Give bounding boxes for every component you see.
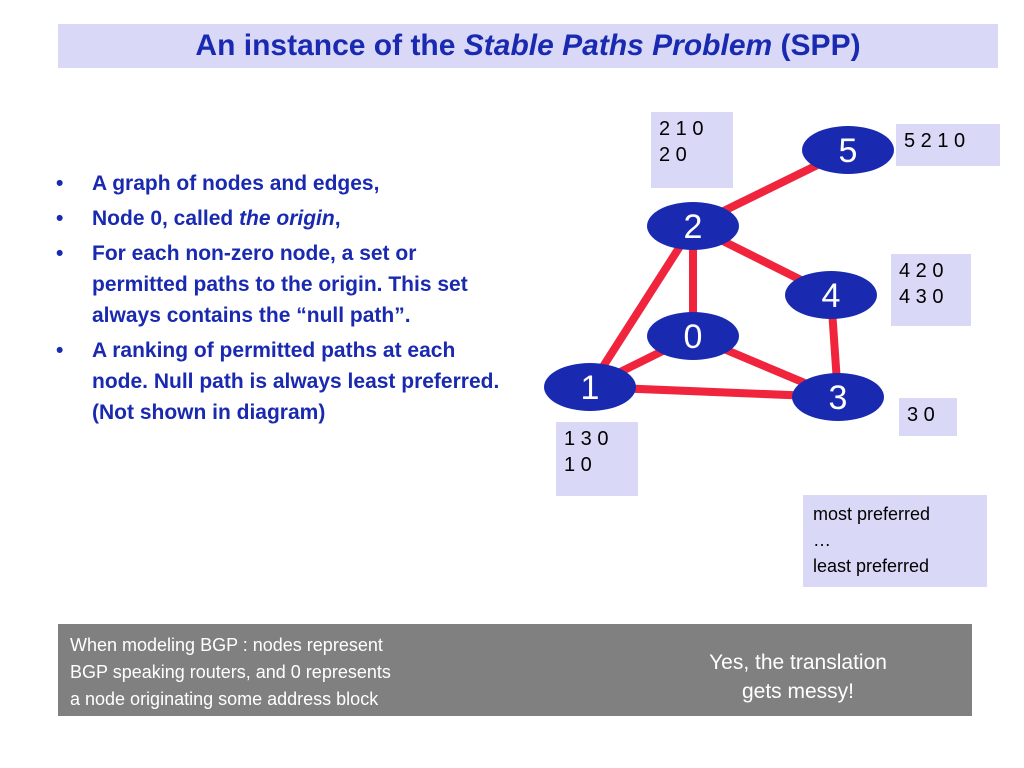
- bullet-dot: •: [56, 207, 64, 230]
- node-label: 1: [581, 369, 600, 407]
- path-entry: 3 0: [907, 404, 935, 426]
- footer-note-line: BGP speaking routers, and 0 represents: [70, 662, 391, 682]
- footer-panel: When modeling BGP : nodes represent BGP …: [58, 624, 972, 716]
- bullet-list: • A graph of nodes and edges, • Node 0, …: [56, 168, 506, 432]
- node-2: 2: [647, 202, 739, 250]
- paths-box-node-2: 2 1 0 2 0: [651, 112, 733, 188]
- path-entry: 2 0: [659, 144, 687, 166]
- footer-remark-line: gets messy!: [741, 680, 855, 703]
- bullet-dot: •: [56, 242, 64, 265]
- path-entry: 1 0: [564, 454, 592, 476]
- footer-note-line: When modeling BGP : nodes represent: [70, 635, 383, 655]
- node-5: 5: [802, 126, 894, 174]
- footer-note-line: a node originating some address block: [70, 689, 379, 709]
- bullet-text: A graph of nodes and edges,: [92, 172, 380, 195]
- paths-box-node-1: 1 3 0 1 0: [556, 422, 638, 496]
- graph-nodes: 0 1 2 3 4 5: [544, 126, 894, 421]
- bullet-italic: the origin: [239, 207, 335, 230]
- title-prefix: An instance of the: [195, 29, 464, 62]
- bullet-item: • A graph of nodes and edges,: [56, 168, 506, 199]
- path-entry: 4 3 0: [899, 286, 944, 308]
- title-italic: Stable Paths Problem: [463, 29, 773, 62]
- paths-box-node-5: 5 2 1 0: [896, 124, 1000, 166]
- node-shape: [802, 126, 894, 174]
- node-3: 3: [792, 373, 884, 421]
- footer-remark-line: Yes, the translation: [709, 651, 887, 674]
- legend-least: least preferred: [813, 556, 930, 576]
- bullet-item: • A ranking of permitted paths at each n…: [56, 335, 506, 428]
- node-shape: [785, 271, 877, 319]
- paths-box-node-4: 4 2 0 4 3 0: [891, 254, 971, 326]
- bullet-text: ,: [334, 207, 341, 230]
- edge-2-1: [586, 223, 697, 390]
- node-label: 3: [829, 379, 848, 417]
- node-label: 0: [684, 318, 703, 356]
- bullet-text: For each non-zero node, a set or permitt…: [92, 242, 468, 327]
- slide-title: An instance of the Stable Paths Problem …: [195, 29, 860, 63]
- legend-ellipsis: …: [813, 530, 831, 550]
- footer-note: When modeling BGP : nodes represent BGP …: [70, 632, 530, 713]
- node-label: 2: [684, 208, 703, 246]
- bullet-dot: •: [56, 339, 64, 362]
- legend-most: most preferred: [813, 504, 931, 524]
- node-label: 4: [822, 277, 841, 315]
- bullet-item: • Node 0, called the origin,: [56, 203, 506, 234]
- bullet-item: • For each non-zero node, a set or permi…: [56, 238, 506, 331]
- node-shape: [792, 373, 884, 421]
- title-suffix: (SPP): [772, 29, 861, 62]
- path-entry: 4 2 0: [899, 260, 944, 282]
- bullet-dot: •: [56, 172, 64, 195]
- node-shape: [647, 202, 739, 250]
- title-bar: An instance of the Stable Paths Problem …: [58, 24, 998, 68]
- node-4: 4: [785, 271, 877, 319]
- paths-box-node-3: 3 0: [899, 398, 957, 436]
- preference-legend: most preferred … least preferred: [803, 495, 987, 587]
- path-entry: 2 1 0: [659, 118, 704, 140]
- footer-remark: Yes, the translation gets messy!: [668, 648, 928, 706]
- node-shape: [544, 363, 636, 411]
- path-entry: 1 3 0: [564, 428, 609, 450]
- node-1: 1: [544, 363, 636, 411]
- path-entry: 5 2 1 0: [904, 130, 966, 152]
- node-0: 0: [647, 312, 739, 360]
- bullet-text: A ranking of permitted paths at each nod…: [92, 339, 500, 424]
- node-label: 5: [839, 132, 858, 170]
- node-shape: [647, 312, 739, 360]
- bullet-text: Node 0, called: [92, 207, 240, 230]
